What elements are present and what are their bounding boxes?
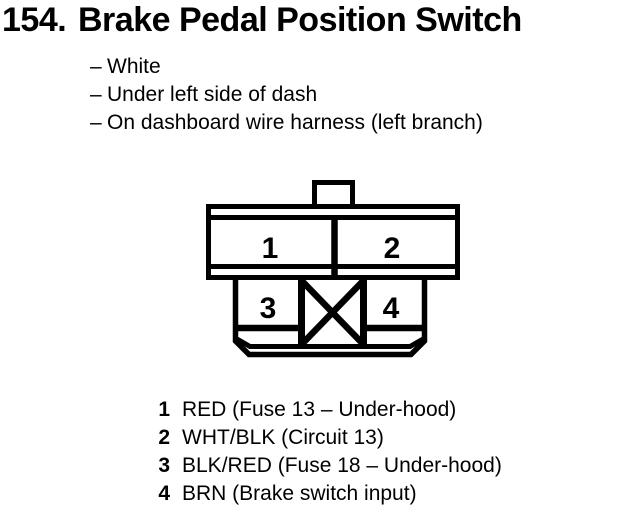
legend-pin-number: 2	[158, 426, 170, 449]
component-name: Brake Pedal Position Switch	[78, 1, 522, 39]
legend-wire-desc: WHT/BLK (Circuit 13)	[182, 426, 384, 449]
legend-pin-number: 3	[158, 454, 170, 477]
bullet-dash: –	[90, 55, 102, 78]
detail-text: On dashboard wire harness (left branch)	[107, 111, 483, 134]
pin-1-label: 1	[262, 232, 279, 265]
detail-text: Under left side of dash	[107, 83, 318, 106]
pin-legend: 1 RED (Fuse 13 – Under-hood) 2 WHT/BLK (…	[157, 396, 502, 508]
list-item: – White	[90, 53, 483, 81]
legend-row: 1 RED (Fuse 13 – Under-hood)	[157, 396, 502, 424]
legend-pin-number: 4	[158, 482, 170, 505]
legend-wire-desc: BRN (Brake switch input)	[182, 482, 417, 505]
list-item: – On dashboard wire harness (left branch…	[90, 109, 483, 137]
detail-list: – White – Under left side of dash – On d…	[90, 53, 483, 137]
item-number: 154.	[2, 1, 67, 39]
keyway-x-diagonal	[299, 278, 366, 347]
bullet-dash: –	[90, 111, 102, 134]
pin-2-label: 2	[384, 232, 401, 265]
legend-wire-desc: BLK/RED (Fuse 18 – Under-hood)	[182, 454, 502, 477]
list-item: – Under left side of dash	[90, 81, 483, 109]
legend-row: 4 BRN (Brake switch input)	[157, 480, 502, 508]
pin-4-label: 4	[383, 292, 400, 325]
connector-lower-inner-rim	[235, 336, 425, 349]
page-title: 154. Brake Pedal Position Switch	[2, 1, 522, 39]
bullet-dash: –	[90, 83, 102, 106]
legend-row: 3 BLK/RED (Fuse 18 – Under-hood)	[157, 452, 502, 480]
legend-pin-number: 1	[158, 398, 170, 421]
connector-diagram: 1 2 3 4	[206, 180, 460, 358]
legend-row: 2 WHT/BLK (Circuit 13)	[157, 424, 502, 452]
legend-wire-desc: RED (Fuse 13 – Under-hood)	[182, 398, 457, 421]
pin-3-label: 3	[260, 292, 277, 325]
detail-text: White	[107, 55, 161, 78]
